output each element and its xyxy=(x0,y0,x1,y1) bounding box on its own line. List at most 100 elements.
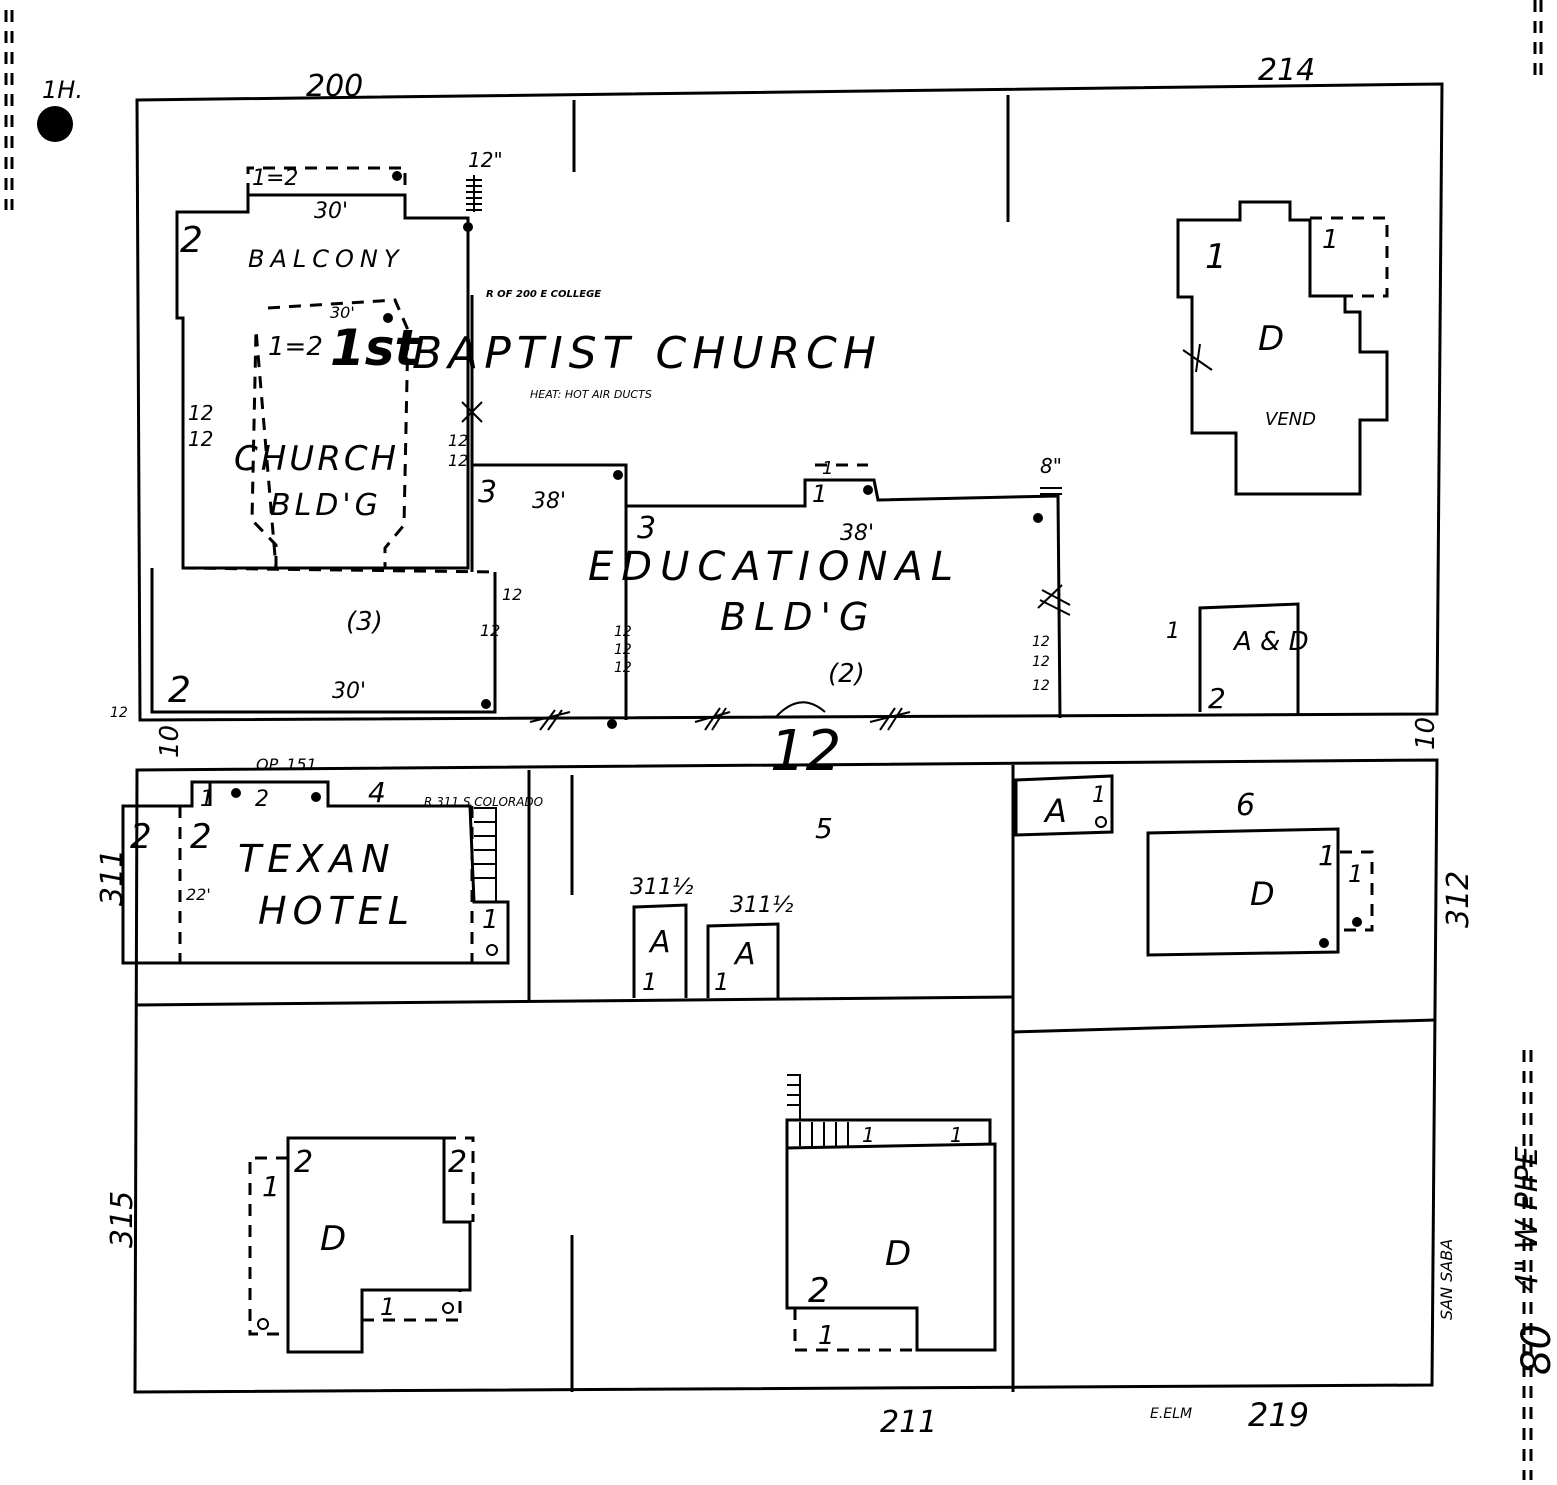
svg-text:12: 12 xyxy=(480,621,500,640)
church-bldg-label: CHURCH xyxy=(234,439,399,479)
hydrant-icon xyxy=(37,106,73,142)
balcony-label: BALCONY xyxy=(248,245,405,273)
svg-text:D: D xyxy=(1250,875,1275,913)
svg-text:1: 1 xyxy=(1348,860,1363,888)
street-elm: E.ELM xyxy=(1150,1406,1192,1422)
svg-text:8": 8" xyxy=(1040,454,1062,478)
svg-text:A: A xyxy=(648,925,671,960)
svg-text:12: 12 xyxy=(614,624,632,640)
svg-text:12: 12 xyxy=(614,660,632,676)
svg-text:2: 2 xyxy=(294,1145,313,1180)
svg-text:1: 1 xyxy=(822,458,833,479)
svg-text:2: 2 xyxy=(168,670,191,711)
svg-text:12: 12 xyxy=(188,427,213,451)
hotel-title-2: HOTEL xyxy=(258,889,415,933)
svg-text:2: 2 xyxy=(808,1271,830,1311)
water-pipe-label: 4" W PIPE xyxy=(1510,1146,1545,1292)
sw-dwelling xyxy=(248,1136,475,1354)
svg-text:R 311 S COLORADO: R 311 S COLORADO xyxy=(424,795,543,809)
svg-text:12": 12" xyxy=(468,148,503,172)
svg-text:2: 2 xyxy=(180,220,203,261)
church-labels: 1st BAPTIST CHURCH BALCONY CHURCH BLD'G … xyxy=(110,148,876,721)
svg-text:R OF 200 E COLLEGE: R OF 200 E COLLEGE xyxy=(486,289,601,300)
educational-title-2: BLD'G xyxy=(720,595,876,639)
margin-water-pipe-lines xyxy=(4,0,1543,1480)
svg-text:D: D xyxy=(1258,319,1284,359)
svg-text:1=2: 1=2 xyxy=(252,166,298,191)
vend-dwelling xyxy=(1176,200,1389,496)
svg-text:A & D: A & D xyxy=(1232,627,1309,657)
svg-text:30': 30' xyxy=(332,679,366,704)
svg-text:3: 3 xyxy=(478,475,497,510)
sheds-311 xyxy=(632,903,780,998)
hotel-title: TEXAN xyxy=(238,837,396,881)
sheds-labels: 311½ 311½ A A 1 1 xyxy=(630,875,793,996)
svg-text:3: 3 xyxy=(637,511,656,546)
sw-dwelling-labels: D 1 2 2 1 xyxy=(262,1145,467,1321)
svg-text:1: 1 xyxy=(642,968,657,996)
educational-labels: EDUCATIONAL BLD'G (2) 3 3 38' 38' 1 1 8"… xyxy=(478,454,1062,694)
svg-text:1: 1 xyxy=(950,1123,963,1147)
address-315: 315 xyxy=(105,1191,140,1248)
church-title-1st: 1st xyxy=(330,319,421,377)
address-219: 219 xyxy=(1248,1396,1309,1434)
block6-buildings xyxy=(1014,774,1374,957)
svg-text:2: 2 xyxy=(448,1145,467,1180)
block-id-4: 4 xyxy=(368,776,386,809)
svg-text:2: 2 xyxy=(255,787,269,812)
block-number: 12 xyxy=(770,719,841,784)
address-200: 200 xyxy=(306,69,363,104)
address-214: 214 xyxy=(1258,53,1315,88)
left-block-number: 10 xyxy=(155,725,185,758)
svg-text:30': 30' xyxy=(314,199,348,224)
svg-text:1: 1 xyxy=(482,905,499,935)
svg-text:12: 12 xyxy=(614,642,632,658)
block-id-6: 6 xyxy=(1236,788,1255,823)
svg-text:D: D xyxy=(885,1234,911,1274)
svg-text:38': 38' xyxy=(532,489,566,514)
svg-text:1: 1 xyxy=(818,1321,835,1351)
svg-text:12: 12 xyxy=(448,431,468,450)
se-dwelling xyxy=(785,1074,997,1352)
svg-text:A: A xyxy=(1043,792,1067,830)
svg-text:1: 1 xyxy=(1318,839,1336,872)
street-san-saba: SAN SABA xyxy=(1437,1239,1456,1320)
vend-labels: D VEND 1 1 xyxy=(1205,225,1339,430)
upper-block xyxy=(135,82,1444,722)
svg-text:12: 12 xyxy=(448,451,468,470)
svg-text:12: 12 xyxy=(110,705,128,721)
svg-text:311½: 311½ xyxy=(630,875,693,900)
church-bldg-label-2: BLD'G xyxy=(270,488,382,523)
block6-labels: A 1 D 1 1 xyxy=(1043,783,1363,913)
svg-text:1: 1 xyxy=(1092,783,1106,808)
svg-text:1: 1 xyxy=(714,968,729,996)
svg-text:38': 38' xyxy=(840,521,874,546)
svg-text:12: 12 xyxy=(502,585,522,604)
svg-text:311½: 311½ xyxy=(730,893,793,918)
svg-text:12: 12 xyxy=(1032,654,1050,670)
texan-hotel-labels: TEXAN HOTEL OP. 151 R 311 S COLORADO 2 2… xyxy=(130,755,543,935)
svg-text:(3): (3) xyxy=(346,607,383,637)
svg-text:2: 2 xyxy=(130,817,152,857)
block-id-5: 5 xyxy=(815,812,833,845)
vend-label: VEND xyxy=(1265,409,1316,430)
svg-text:1: 1 xyxy=(380,1293,395,1321)
garage-ne xyxy=(1198,602,1300,714)
lower-block xyxy=(133,758,1439,1394)
sheet-number: 80 xyxy=(1514,1324,1557,1375)
svg-text:2: 2 xyxy=(1208,682,1226,715)
right-block-number: 10 xyxy=(1411,717,1441,750)
svg-text:1=2: 1=2 xyxy=(268,332,323,362)
svg-text:OP. 151: OP. 151 xyxy=(256,755,317,774)
svg-text:1: 1 xyxy=(262,1170,280,1203)
texan-hotel xyxy=(121,780,510,965)
address-312: 312 xyxy=(1441,871,1476,928)
street-labels: 200 214 211 219 E.ELM 12 4 5 6 1H. 311 3… xyxy=(42,53,1557,1440)
svg-text:HEAT: HOT AIR DUCTS: HEAT: HOT AIR DUCTS xyxy=(530,388,652,401)
se-dwelling-labels: D 2 1 1 1 xyxy=(808,1123,963,1351)
educational-title: EDUCATIONAL xyxy=(588,544,961,590)
address-211: 211 xyxy=(880,1405,937,1440)
svg-text:2: 2 xyxy=(190,817,212,857)
svg-text:1: 1 xyxy=(1205,237,1227,277)
